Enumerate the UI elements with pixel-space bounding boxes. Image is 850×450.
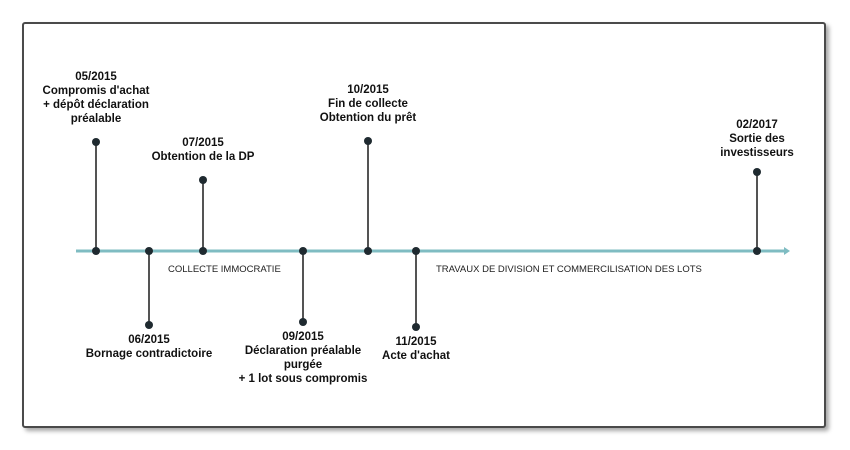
event-description-line: préalable: [71, 113, 122, 125]
event-date: 10/2015: [347, 84, 389, 96]
event-description-line: Déclaration préalable: [245, 345, 361, 357]
event-axis-dot: [199, 247, 207, 255]
event-description-line: purgée: [284, 359, 322, 371]
event-end-dot: [364, 137, 372, 145]
event-axis-dot: [364, 247, 372, 255]
event-description-line: Fin de collecte: [328, 98, 408, 110]
event-axis-dot: [92, 247, 100, 255]
event-description-line: Bornage contradictoire: [86, 348, 213, 360]
event-description-line: + dépôt déclaration: [43, 99, 149, 111]
event-end-dot: [92, 138, 100, 146]
event-description-line: Sortie des: [729, 133, 785, 145]
event-date: 06/2015: [128, 334, 170, 346]
event-axis-dot: [412, 247, 420, 255]
event-description-line: Compromis d'achat: [43, 85, 150, 97]
event-description-line: Acte d'achat: [382, 350, 450, 362]
event-description-line: + 1 lot sous compromis: [239, 373, 368, 385]
event-description-line: Obtention de la DP: [152, 151, 255, 163]
event-description-line: Obtention du prêt: [320, 112, 417, 124]
event-end-dot: [412, 323, 420, 331]
phase-label-travaux: TRAVAUX DE DIVISION ET COMMERCILISATION …: [436, 264, 702, 275]
event-date: 07/2015: [182, 137, 224, 149]
timeline-arrowhead: [784, 247, 790, 255]
event-end-dot: [145, 321, 153, 329]
event-date: 11/2015: [396, 336, 438, 348]
event-description-line: investisseurs: [720, 147, 794, 159]
event-end-dot: [299, 318, 307, 326]
event-end-dot: [753, 168, 761, 176]
event-axis-dot: [753, 247, 761, 255]
timeline-frame: [22, 22, 826, 428]
event-date: 05/2015: [75, 71, 117, 83]
event-date: 02/2017: [736, 119, 778, 131]
event-axis-dot: [145, 247, 153, 255]
event-date: 09/2015: [282, 331, 324, 343]
event-axis-dot: [299, 247, 307, 255]
phase-label-collecte: COLLECTE IMMOCRATIE: [168, 264, 281, 275]
event-end-dot: [199, 176, 207, 184]
